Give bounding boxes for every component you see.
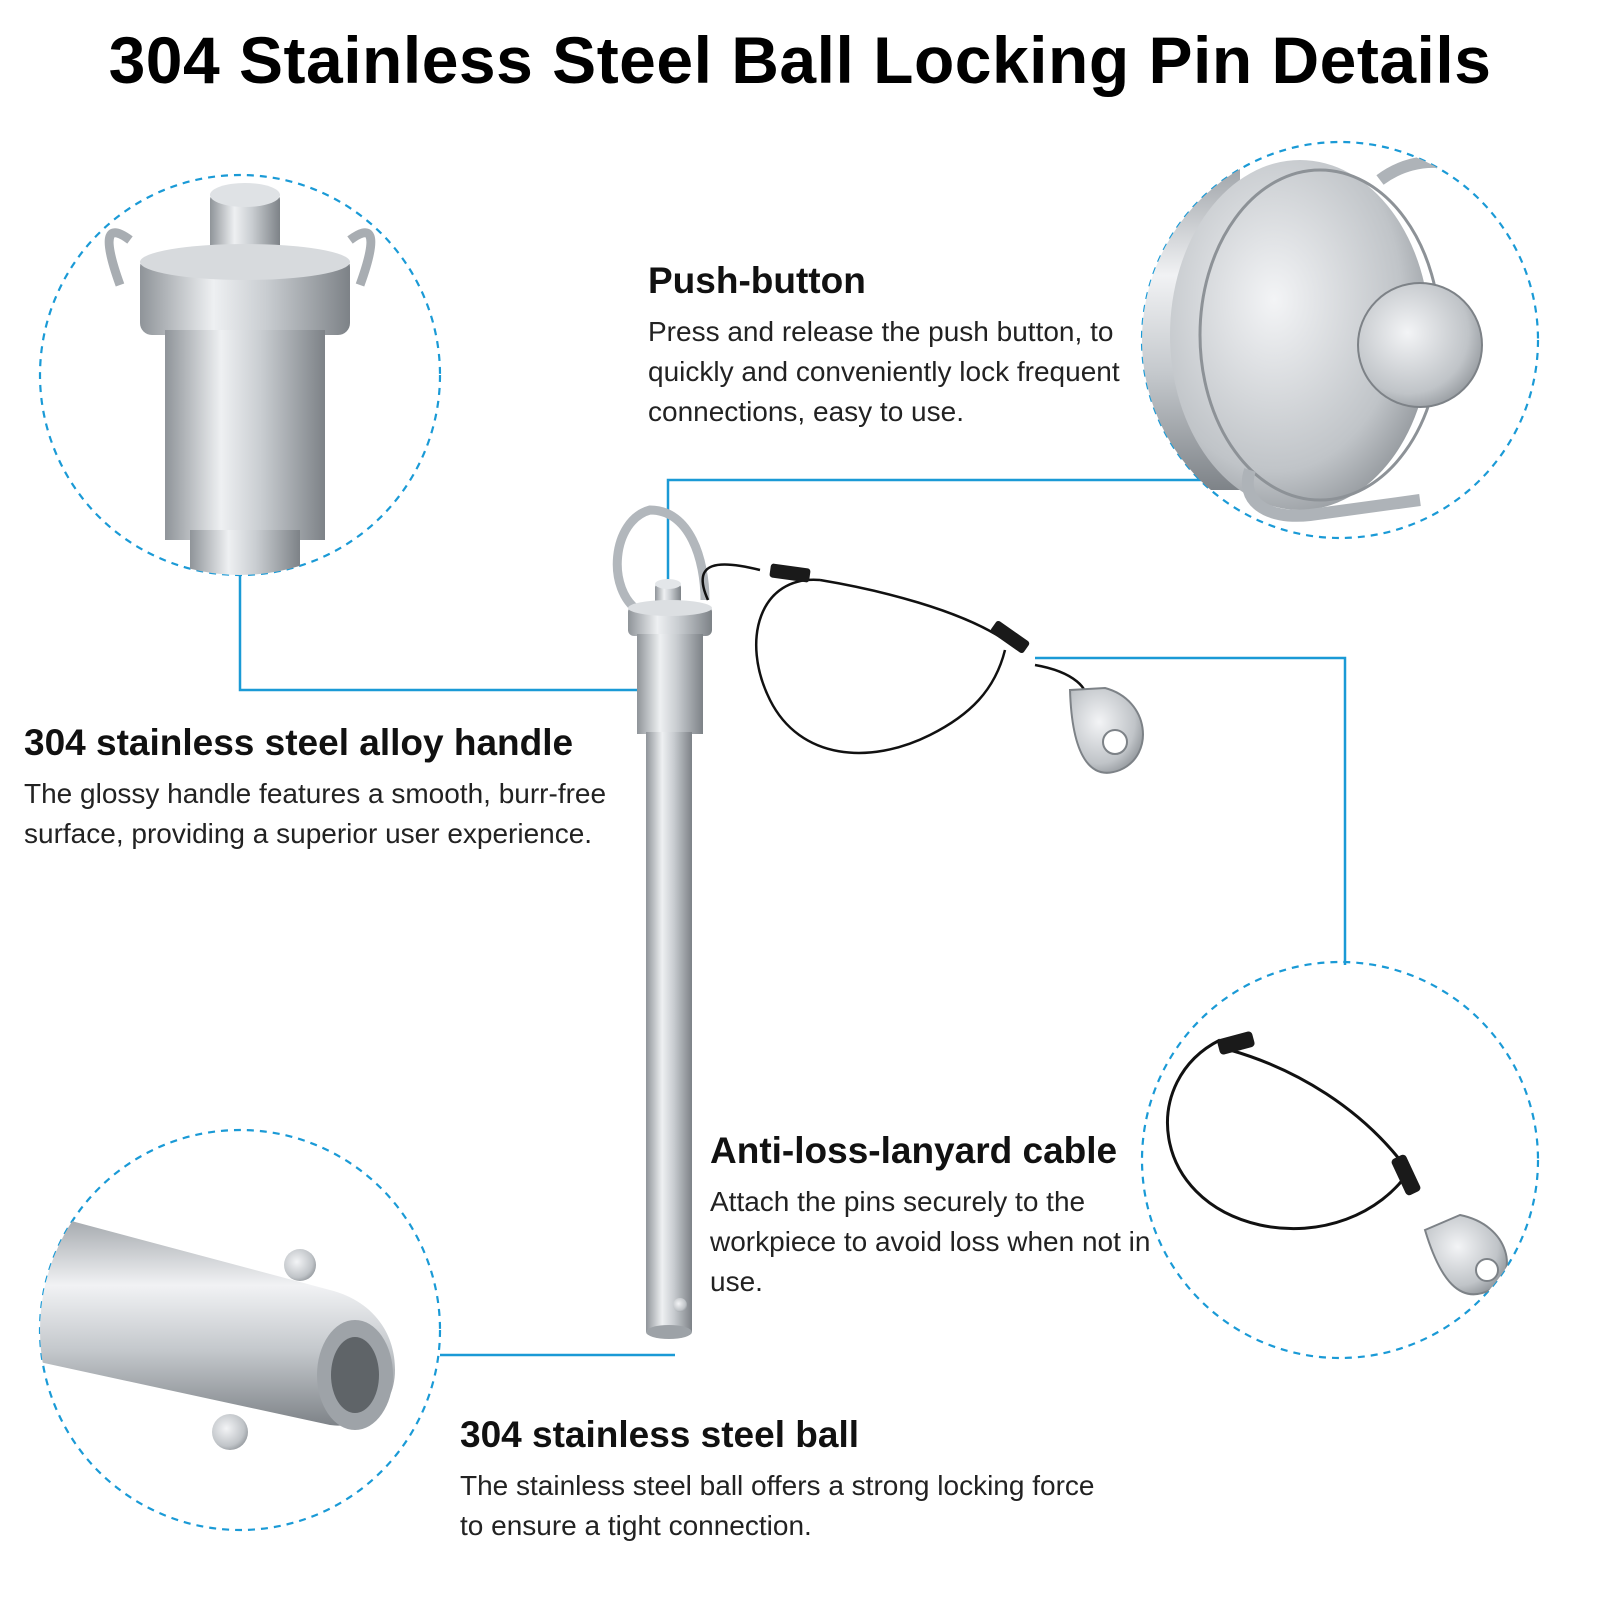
feature-description: The stainless steel ball offers a strong… [460, 1470, 1095, 1541]
feature-handle: 304 stainless steel alloy handle The glo… [24, 722, 624, 854]
ball-end-closeup [40, 1210, 395, 1450]
callout-circle-push-button [1140, 140, 1540, 540]
push-button-closeup [1142, 155, 1505, 522]
feature-push-button: Push-button Press and release the push b… [648, 260, 1168, 432]
feature-description: The glossy handle features a smooth, bur… [24, 778, 607, 849]
connector-lanyard [1035, 656, 1347, 965]
feature-description: Attach the pins securely to the workpiec… [710, 1186, 1151, 1297]
feature-description: Press and release the push button, to qu… [648, 316, 1120, 427]
handle-closeup [104, 183, 376, 575]
connector-handle [238, 575, 640, 692]
page-title: 304 Stainless Steel Ball Locking Pin Det… [108, 23, 1492, 97]
callout-circle-lanyard [1140, 960, 1540, 1360]
feature-ball: 304 stainless steel ball The stainless s… [460, 1414, 1120, 1546]
feature-heading: 304 stainless steel ball [460, 1414, 860, 1455]
ball-locking-pin [612, 505, 712, 1339]
feature-heading: Anti-loss-lanyard cable [710, 1130, 1118, 1171]
feature-heading: 304 stainless steel alloy handle [24, 722, 574, 763]
lanyard-closeup [1166, 1031, 1508, 1296]
connector-push-button [666, 478, 1215, 590]
feature-lanyard: Anti-loss-lanyard cable Attach the pins … [710, 1130, 1190, 1302]
feature-heading: Push-button [648, 260, 866, 301]
connector-lines [238, 478, 1347, 1357]
lanyard-cable [701, 563, 1144, 774]
